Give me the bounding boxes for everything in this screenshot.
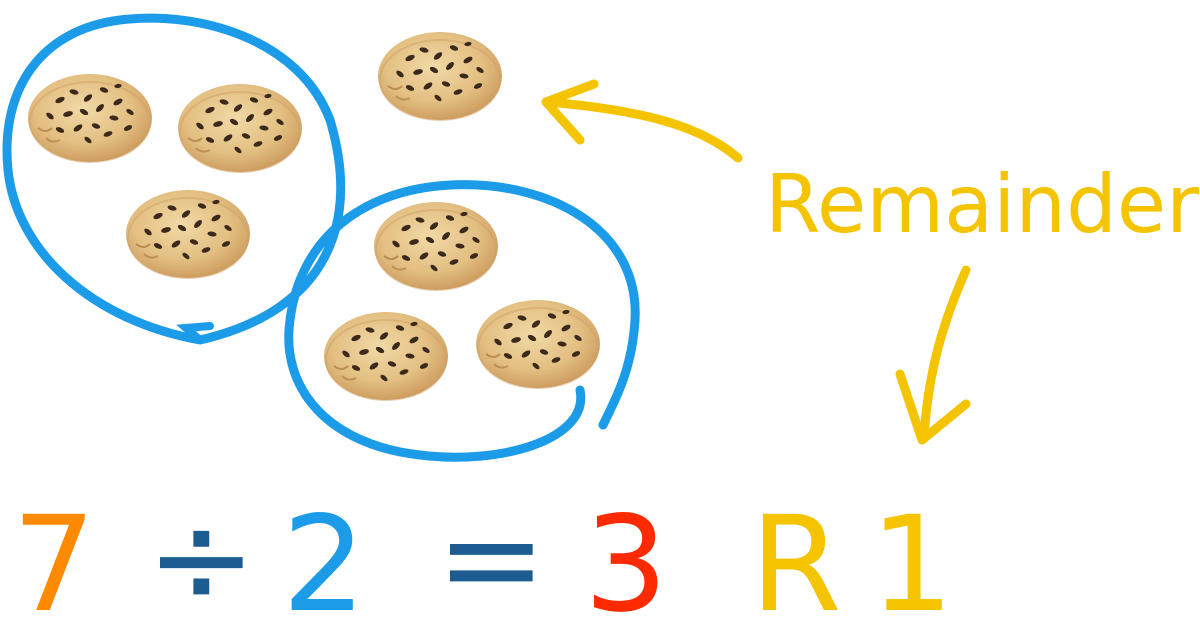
cookie-icon xyxy=(177,83,303,173)
divisor: 2 xyxy=(282,488,366,619)
cookie-icon xyxy=(323,311,449,401)
dividend: 7 xyxy=(12,488,96,619)
cookie-group-2 xyxy=(323,201,601,401)
cookie-icon xyxy=(27,73,153,163)
group-circle-2 xyxy=(284,180,640,462)
cookie-icon xyxy=(373,201,499,291)
remainder-label: Remainder xyxy=(765,158,1199,251)
cookie-icon xyxy=(125,189,251,279)
remainder-value: 1 xyxy=(870,488,954,619)
equals-sign: = xyxy=(436,482,547,619)
arrow-to-cookie xyxy=(541,79,743,163)
cookie-icon xyxy=(377,31,503,121)
quotient: 3 xyxy=(584,488,668,619)
group-circle-1 xyxy=(2,13,346,345)
arrow-to-remainder xyxy=(895,265,971,445)
remainder-letter: R xyxy=(750,488,842,619)
equation: 7 ÷ 2 = 3 R 1 xyxy=(12,482,954,619)
cookie-group-1 xyxy=(27,73,303,279)
remainder-cookie xyxy=(377,31,503,121)
division-sign: ÷ xyxy=(146,482,257,619)
cookie-icon xyxy=(475,299,601,389)
